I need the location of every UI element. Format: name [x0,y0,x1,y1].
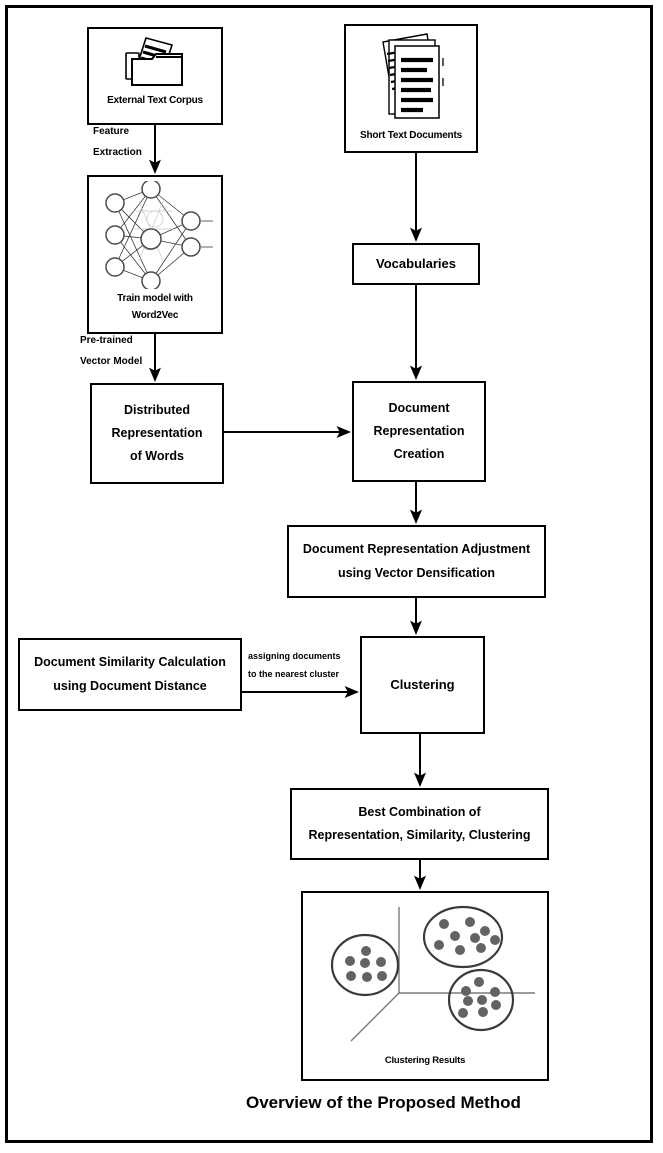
node-vocabularies[interactable]: Vocabularies [352,243,480,285]
node-label: External Text Corpus [107,95,203,106]
node-document-representation-adjustment[interactable]: Document Representation Adjustment using… [287,525,546,598]
node-label-line-2: Representation [111,425,203,440]
edge-label-pretrained-vector-model: Pre-trained Vector Model [80,335,143,367]
node-document-representation-creation[interactable]: Document Representation Creation [352,381,486,482]
folder-documents-icon [125,37,183,86]
edge-label-line-1: Pre-trained [80,335,133,346]
node-label-line-3: Creation [393,447,445,462]
node-label: Clustering Results [384,1055,466,1066]
node-label-group: Train model with Word2Vec [89,289,221,323]
stacked-documents-icon [382,33,444,119]
scatter-clusters-icon [330,905,535,1042]
node-label-line-2: Representation, Similarity, Clustering [308,828,531,842]
node-label: Clustering [390,676,455,692]
edge-label-assigning-documents: assigning documents to the nearest clust… [248,651,341,680]
node-external-text-corpus[interactable]: External Text Corpus [87,27,223,125]
cluster-bottom-right [447,968,515,1032]
node-label-line-1: Distributed [124,402,190,417]
node-clustering-results[interactable]: Clustering Results [301,891,549,1081]
edge-label-line-2: Vector Model [80,355,143,367]
cluster-left [330,933,400,997]
node-label-line-1: Document [388,400,450,415]
node-document-similarity-calculation[interactable]: Document Similarity Calculation using Do… [18,638,242,711]
node-label-line-2: using Document Distance [53,678,207,693]
node-short-text-documents[interactable]: Short Text Documents [344,24,478,153]
edge-label-line-2: Extraction [93,146,142,158]
node-label-line-1: Train model with [117,293,193,304]
edge-label-feature-extraction: Feature Extraction [93,126,142,158]
edge-label-line-1: assigning documents [248,651,341,661]
edge-label-line-2: to the nearest cluster [248,669,340,680]
node-label-line-1: Document Similarity Calculation [34,655,226,670]
node-label-line-3: of Words [130,449,184,464]
cluster-top-right [422,905,504,969]
node-label-line-1: Document Representation Adjustment [302,542,531,557]
node-train-word2vec[interactable]: Train model with Word2Vec [87,175,223,334]
neural-network-icon [105,181,213,289]
node-label-line-2: Representation [373,423,465,438]
node-best-combination[interactable]: Best Combination of Representation, Simi… [290,788,549,860]
figure-caption: Overview of the Proposed Method [246,1093,521,1112]
node-clustering[interactable]: Clustering [360,636,485,734]
node-label-line-2: using Vector Densification [338,565,495,580]
edge-label-line-1: Feature [93,126,130,137]
node-label-line-2: Word2Vec [131,310,179,321]
node-label-line-1: Best Combination of [358,804,481,819]
node-distributed-representation[interactable]: Distributed Representation of Words [90,383,224,484]
node-label: Short Text Documents [360,130,462,141]
node-label: Vocabularies [376,255,456,271]
